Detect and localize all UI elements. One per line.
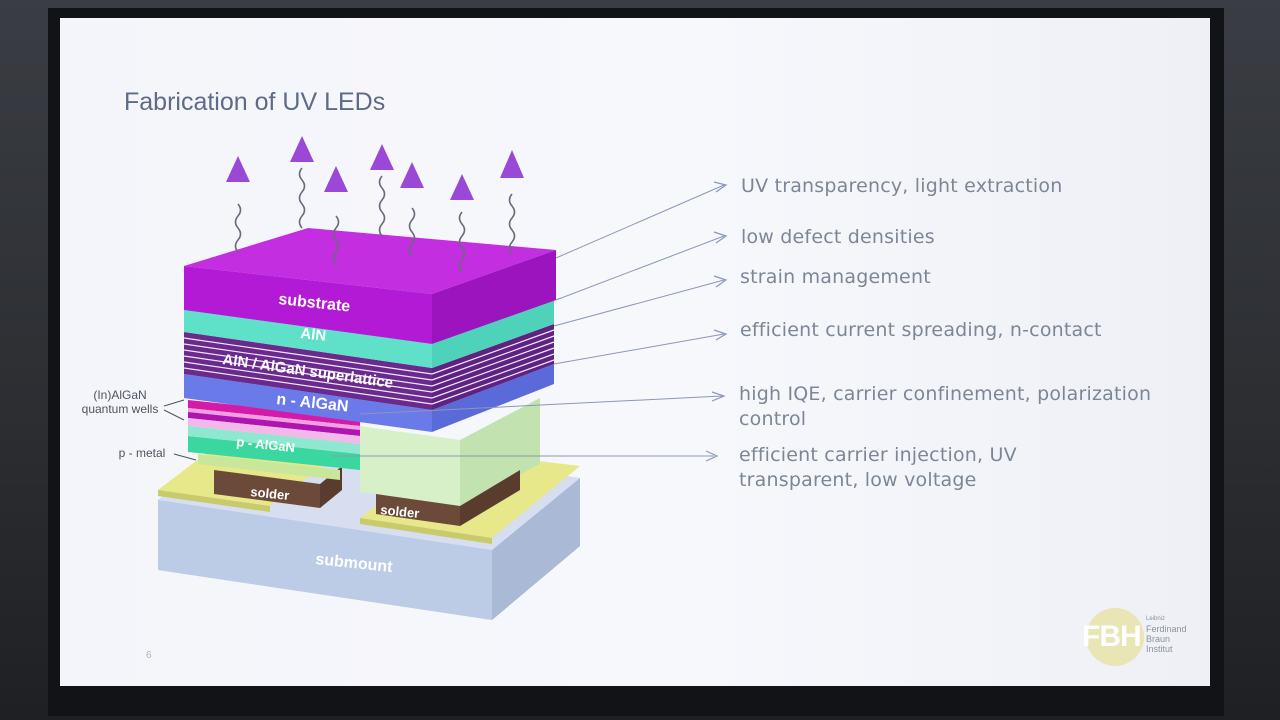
arrowhead [290,136,314,162]
annotation-lines [332,184,725,457]
photon-wave [408,207,416,257]
logo-name-line: Braun [1146,634,1171,644]
n-contact-pillar: solder [360,398,540,526]
slide: Fabrication of UV LEDs submount solder [60,18,1210,686]
photon-wave [234,203,242,253]
arrowhead [400,162,424,188]
logo-tagline: Leibniz [1146,616,1166,622]
photon-wave [332,215,340,265]
aln-label: AlN [300,325,327,345]
logo-letters: FBH [1082,620,1142,653]
photon-wave [458,211,466,273]
annotation-line: efficient current spreading, n-contact [740,319,1102,341]
annotation-uv-transparency: UV transparency, light extraction [741,174,1062,199]
photon-wave [508,193,516,255]
solder-left: solder [214,466,342,508]
arrowhead [500,150,524,178]
arrowhead [450,174,474,200]
annotation-current-spreading: efficient current spreading, n-contact [740,318,1102,343]
annotation-line: transparent, low voltage [739,469,977,491]
photon-wave [298,167,306,229]
logo-text: Leibniz Ferdinand Braun Institut [1146,614,1187,654]
annotation-line: high IQE, carrier confinement, polarizat… [739,383,1152,405]
arrowhead [324,166,348,192]
annotation-arrowheads [705,181,728,462]
fbh-logo: FBH Leibniz Ferdinand Braun Institut [1082,606,1192,668]
annotation-carrier-injection: efficient carrier injection, UV transpar… [739,443,1017,493]
n-algan-layer: n - AlGaN [184,364,554,432]
page-number: 6 [146,650,152,661]
arrowhead [226,156,250,182]
solder-right-label: solder [380,502,420,521]
arrowheads [226,136,524,200]
logo-name-line: Ferdinand [1146,624,1187,634]
photon-wave [378,175,386,237]
annotation-line: strain management [740,266,931,288]
annotation-strain: strain management [740,265,931,290]
led-layer-diagram: submount solder solder p - [158,136,728,620]
p-metal-label: p - metal [118,446,166,460]
annotation-line: control [739,408,807,430]
logo-circle [1086,608,1144,666]
p-algan-label: p - AlGaN [236,434,296,455]
annotation-high-iqe: high IQE, carrier confinement, polarizat… [739,382,1151,432]
annotation-line: UV transparency, light extraction [741,175,1063,197]
quantum-wells-line2: quantum wells [81,402,159,416]
annotation-line: efficient carrier injection, UV [739,444,1017,466]
side-label-lines [163,399,197,461]
substrate-layer: substrate [184,228,556,344]
annotation-line: low defect densities [741,226,935,248]
solder-left-label: solder [250,484,290,503]
p-side-mesa: p - AlGaN [188,400,360,480]
arrowhead [370,144,394,170]
logo-name-line: Institut [1146,644,1173,654]
uv-emission-arrows [234,167,516,273]
slide-title: Fabrication of UV LEDs [124,88,386,116]
aln-layer: AlN [184,300,554,368]
quantum-wells-line1: (In)AlGaN [93,388,147,402]
annotation-low-defect: low defect densities [741,225,935,250]
quantum-wells-label: (In)AlGaN quantum wells [78,388,162,416]
